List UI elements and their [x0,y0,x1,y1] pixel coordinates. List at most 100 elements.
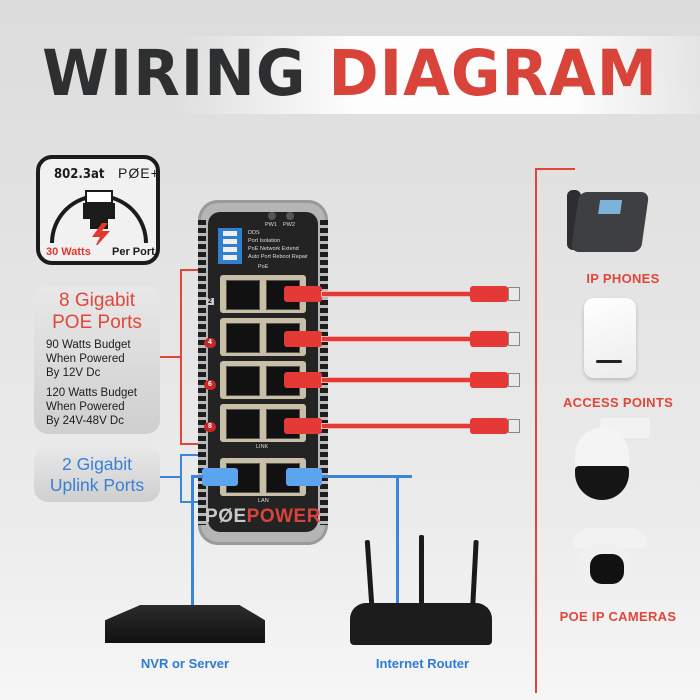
port-4[interactable] [266,323,300,353]
link-section-label: LINK [256,444,269,450]
poe-ports-heading: 8 Gigabit POE Ports [34,290,160,334]
cable-plug-tip [508,287,520,301]
cable-plug-device [470,372,508,388]
budget-12v-line: By 12V Dc [46,367,101,379]
budget-24v-line: By 24V-48V Dc [46,415,124,427]
access-point-led [596,360,622,363]
port-7[interactable] [226,409,260,439]
port-number-4: 4 [204,338,216,348]
uplink-cable-router-h [322,475,412,478]
ethernet-plug-lightning-icon [50,190,148,245]
dip-label-extend: PoE Network Extend [248,246,299,252]
badge-per-port: Per Port [112,246,155,258]
poe-plus-badge: 802.3at PØE+ 30 Watts Per Port [36,155,160,265]
router-image [350,603,492,645]
poe-bracket-top [180,269,203,271]
budget-24v-line: When Powered [46,401,125,413]
cable-plug-switch [284,286,322,302]
uplink-cable-nvr [191,475,194,605]
port-number-2: 2 [206,298,214,305]
dip-label-isolation: Port Isolation [248,238,281,244]
cable-plug-switch [284,372,322,388]
title-band [175,36,700,114]
cable-plug-tip [508,332,520,346]
cable-plug-device [470,331,508,347]
poe-bracket-bottom [180,443,203,445]
ip-phone-screen [598,200,623,214]
ptz-camera-dome [575,428,629,468]
cable-plug-device [470,286,508,302]
poe-cable [322,424,472,428]
heatsink-fin-left [198,220,206,525]
badge-standard: 802.3at [54,167,105,182]
router-label: Internet Router [375,656,470,671]
port-1[interactable] [226,280,260,310]
nvr-image [105,605,265,643]
badge-watts: 30 Watts [46,246,91,258]
page-title: WIRING DIAGRAM [14,38,686,110]
title-part1: WIRING [42,37,307,110]
poe-ports-info-box: 8 Gigabit POE Ports 90 Watts Budget When… [34,286,160,434]
poe-bracket-vertical [180,269,182,444]
budget-12v: 90 Watts Budget When Powered By 12V Dc [46,338,166,380]
uplink-plug-router [286,468,322,486]
cable-plug-switch [284,418,322,434]
uplink-plug-nvr [202,468,238,486]
uplink-bracket-connector [160,476,181,478]
budget-24-48v: 120 Watts Budget When Powered By 24V-48V… [46,386,166,428]
dip-label-dds: DDS [248,230,260,236]
access-points-label: ACCESS POINTS [562,395,674,410]
pw2-label: PW2 [283,222,295,228]
uplink-cable-nvr-h [191,475,203,478]
devices-bracket-top [535,168,575,170]
ip-phone-image [570,192,650,252]
pw2-led [286,212,294,220]
ptz-camera-image [575,466,629,500]
switch-brand-logo: PØEPOWER [198,506,328,528]
uplink-cable-router [396,475,399,605]
brand-part2: POWER [246,506,321,527]
poe-cable [322,378,472,382]
router-antenna-center [419,535,424,605]
poe-section-label: PoE [258,264,269,270]
devices-bracket-vertical [535,168,537,693]
cameras-label: POE IP CAMERAS [559,609,677,624]
ip-phones-label: IP PHONES [586,271,660,286]
turret-camera-base [573,528,647,548]
uplink-heading-line2: Uplink Ports [49,475,145,495]
port-3[interactable] [226,323,260,353]
cable-plug-device [470,418,508,434]
uplink-heading-line1: 2 Gigabit [61,454,133,474]
brand-part1: PØE [205,506,247,527]
dip-label-reboot: Auto Port Reboot Repair [248,254,308,260]
uplink-bracket-top [180,454,202,456]
turret-camera-lens [590,554,624,584]
lan-section-label: LAN [258,498,269,504]
title-part2: DIAGRAM [328,37,658,110]
poe-heading-line1: 8 Gigabit [58,290,136,311]
uplink-heading: 2 Gigabit Uplink Ports [34,454,160,496]
poe-bracket-connector [160,356,181,358]
port-5[interactable] [226,366,260,396]
budget-24v-line: 120 Watts Budget [46,387,137,399]
pw1-led [268,212,276,220]
poe-heading-line2: POE Ports [52,312,142,333]
badge-poe-logo: PØE+ [118,165,160,181]
dip-switch-block[interactable] [218,228,242,264]
heatsink-fin-right [320,220,328,525]
port-number-6: 6 [204,380,216,390]
router-antenna-left [364,539,375,606]
budget-12v-line: 90 Watts Budget [46,339,131,351]
cable-plug-switch [284,331,322,347]
router-antenna-right [470,539,479,606]
budget-12v-line: When Powered [46,353,125,365]
poe-cable [322,337,472,341]
uplink-bracket-vertical [180,454,182,502]
cable-plug-tip [508,419,520,433]
uplink-ports-info-box: 2 Gigabit Uplink Ports [34,446,160,502]
cable-plug-tip [508,373,520,387]
nvr-label: NVR or Server [140,656,230,671]
pw1-label: PW1 [265,222,277,228]
poe-cable [322,292,472,296]
port-number-8: 8 [204,422,216,432]
